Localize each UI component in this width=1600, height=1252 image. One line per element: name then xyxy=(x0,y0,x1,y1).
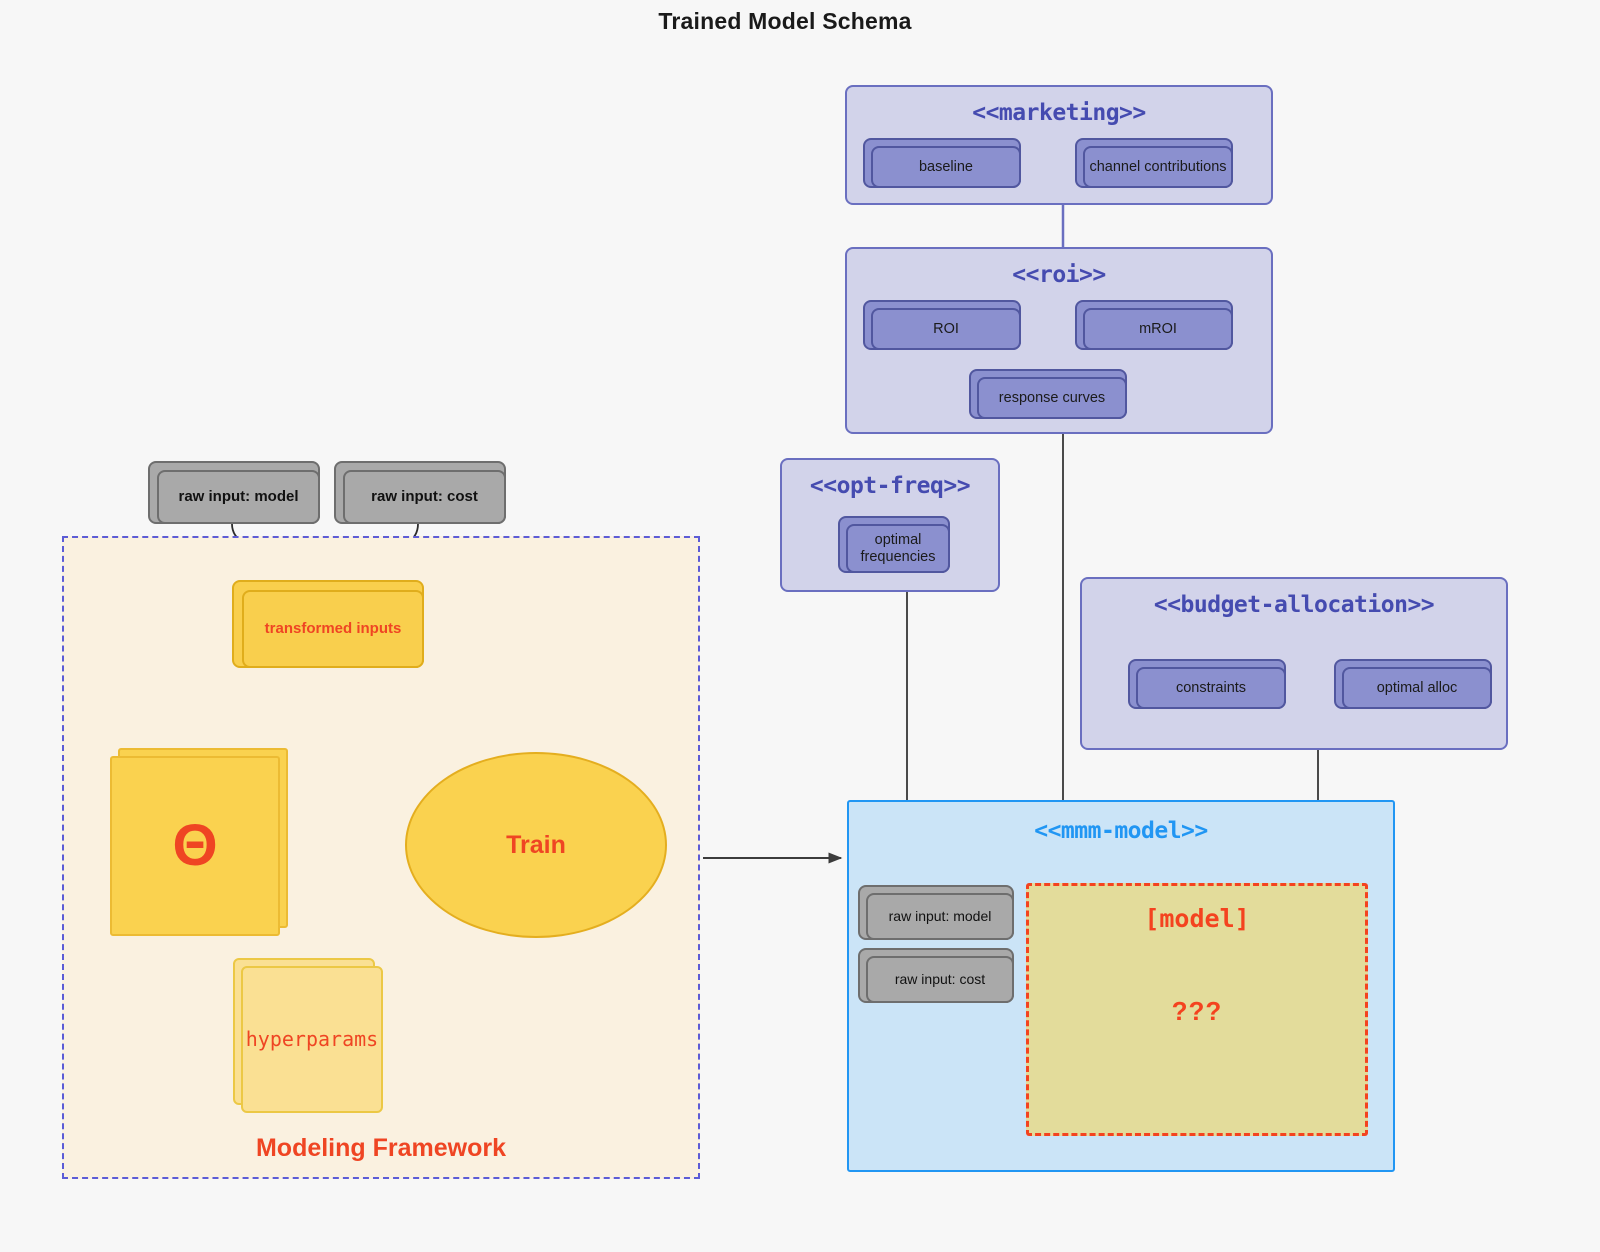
node-roi-label: ROI xyxy=(871,308,1021,350)
package-roi[interactable]: <<roi>> ROI mROI response curves xyxy=(845,247,1273,434)
node-transformed-inputs-label: transformed inputs xyxy=(242,590,424,668)
package-opt-freq[interactable]: <<opt-freq>> optimal frequencies xyxy=(780,458,1000,592)
node-roi[interactable]: ROI xyxy=(863,300,1021,350)
node-optimal-frequencies-line2: frequencies xyxy=(860,548,936,565)
node-theta-label: Θ xyxy=(110,756,280,936)
model-placeholder-title: [model] xyxy=(1144,904,1250,933)
node-constraints[interactable]: constraints xyxy=(1128,659,1286,709)
node-mmm-raw-input-cost-label: raw input: cost xyxy=(866,956,1014,1003)
package-opt-freq-title: <<opt-freq>> xyxy=(809,473,971,499)
package-marketing[interactable]: <<marketing>> baseline channel contribut… xyxy=(845,85,1273,205)
modeling-framework-label: Modeling Framework xyxy=(255,1134,507,1162)
node-response-curves-label: response curves xyxy=(977,377,1127,419)
node-train[interactable]: Train xyxy=(405,752,667,938)
model-placeholder-unknown: ??? xyxy=(1171,996,1223,1026)
model-placeholder-box[interactable]: [model] ??? xyxy=(1026,883,1368,1136)
node-mmm-raw-input-model[interactable]: raw input: model xyxy=(858,885,1014,940)
node-theta[interactable]: Θ xyxy=(110,748,288,936)
node-response-curves[interactable]: response curves xyxy=(969,369,1127,419)
package-budget-allocation-title: <<budget-allocation>> xyxy=(1153,592,1435,618)
package-marketing-title: <<marketing>> xyxy=(972,100,1146,126)
node-mroi[interactable]: mROI xyxy=(1075,300,1233,350)
node-optimal-frequencies[interactable]: optimal frequencies xyxy=(838,516,950,573)
node-raw-input-cost[interactable]: raw input: cost xyxy=(334,461,506,524)
node-mroi-label: mROI xyxy=(1083,308,1233,350)
node-hyperparams[interactable]: hyperparams xyxy=(233,958,383,1113)
node-constraints-label: constraints xyxy=(1136,667,1286,709)
node-mmm-raw-input-model-label: raw input: model xyxy=(866,893,1014,940)
node-optimal-alloc[interactable]: optimal alloc xyxy=(1334,659,1492,709)
node-channel-contributions[interactable]: channel contributions xyxy=(1075,138,1233,188)
node-baseline-label: baseline xyxy=(871,146,1021,188)
node-mmm-raw-input-cost[interactable]: raw input: cost xyxy=(858,948,1014,1003)
page-title: Trained Model Schema xyxy=(658,8,912,34)
node-transformed-inputs[interactable]: transformed inputs xyxy=(232,580,424,668)
node-raw-input-model[interactable]: raw input: model xyxy=(148,461,320,524)
node-optimal-frequencies-line1: optimal xyxy=(874,531,922,548)
package-roi-title: <<roi>> xyxy=(1012,262,1106,288)
node-baseline[interactable]: baseline xyxy=(863,138,1021,188)
node-channel-contributions-label: channel contributions xyxy=(1083,146,1233,188)
package-mmm-model-title: <<mmm-model>> xyxy=(1034,818,1208,844)
node-raw-input-model-label: raw input: model xyxy=(157,470,320,524)
node-hyperparams-label: hyperparams xyxy=(241,966,383,1113)
node-optimal-frequencies-label: optimal frequencies xyxy=(846,524,950,573)
node-raw-input-cost-label: raw input: cost xyxy=(343,470,506,524)
node-optimal-alloc-label: optimal alloc xyxy=(1342,667,1492,709)
package-budget-allocation[interactable]: <<budget-allocation>> constraints optima… xyxy=(1080,577,1508,750)
